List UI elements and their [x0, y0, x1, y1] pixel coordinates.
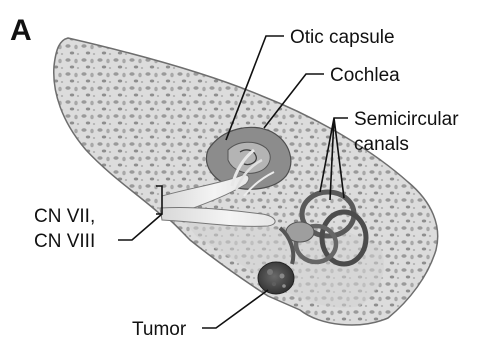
otic-capsule-label: Otic capsule: [290, 27, 395, 48]
cn-label-line1: CN VII,: [34, 206, 95, 227]
semicircular-label-line2: canals: [354, 134, 409, 155]
semicircular-label-line1: Semicircular: [354, 109, 459, 130]
tumor-leader: [202, 290, 268, 328]
tumor-mass: [258, 262, 294, 294]
panel-letter: A: [10, 14, 32, 47]
cn-label-line2: CN VIII: [34, 231, 95, 252]
tumor-label: Tumor: [132, 319, 187, 340]
cochlea-label: Cochlea: [330, 65, 400, 86]
